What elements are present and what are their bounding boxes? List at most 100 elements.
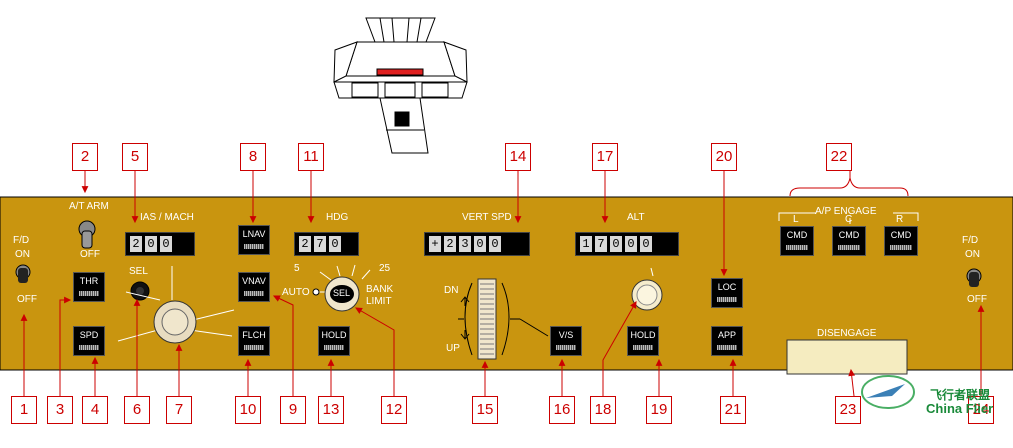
callout-15: 15	[472, 396, 498, 424]
cmd-r-button[interactable]: CMD	[884, 226, 918, 256]
callout-18: 18	[590, 396, 616, 424]
leader-line	[273, 295, 294, 396]
callout-14: 14	[505, 143, 531, 171]
hdg-digit-2: 0	[329, 236, 341, 252]
callout-8: 8	[240, 143, 266, 171]
flch-button[interactable]: FLCH	[238, 326, 270, 356]
sel-label: SEL	[129, 266, 148, 277]
fd-right-on-label: ON	[965, 249, 980, 260]
alt-digit-0: 1	[580, 236, 592, 252]
watermark-logo	[861, 375, 915, 409]
fd-left-on-label: ON	[15, 249, 30, 260]
callout-9: 9	[280, 396, 306, 424]
callout-5: 5	[122, 143, 148, 171]
ap-engage-label: A/P ENGAGE	[815, 206, 877, 217]
alt-digit-2: 0	[610, 236, 622, 252]
hdg-digit-0: 2	[299, 236, 311, 252]
ias-digit-1: 0	[145, 236, 157, 252]
vs-button[interactable]: V/S	[550, 326, 582, 356]
leader-arrowhead	[272, 295, 281, 302]
bank-label: BANK	[366, 284, 394, 295]
lnav-button-label: LNAV	[242, 229, 266, 239]
cmd-c-button[interactable]: CMD	[832, 226, 866, 256]
vs-digit-3: 0	[474, 236, 486, 252]
at-arm-label: A/T ARM	[69, 201, 109, 212]
leader-arrowhead	[355, 307, 363, 314]
leader-arrowhead	[175, 343, 183, 351]
bank-25-label: 25	[379, 263, 391, 274]
alt-hold-button-label: HOLD	[630, 330, 656, 340]
leader-arrowhead	[307, 216, 315, 224]
vs-digit-0: +	[429, 236, 441, 252]
leader-arrowhead	[601, 216, 609, 224]
alt-hold-button[interactable]: HOLD	[627, 326, 659, 356]
hdg-knob	[312, 264, 371, 312]
alt-digit-3: 0	[625, 236, 637, 252]
callout-22: 22	[826, 143, 852, 171]
leader-arrowhead	[848, 368, 856, 377]
vs-digit-4: 0	[489, 236, 501, 252]
fd-right-off-label: OFF	[967, 294, 987, 305]
leader-line	[602, 301, 637, 396]
hdg-hold-button[interactable]: HOLD	[318, 326, 350, 356]
vs-button-label: V/S	[558, 330, 574, 340]
watermark-cn: 飞行者联盟	[930, 388, 991, 402]
limit-label: LIMIT	[366, 296, 392, 307]
callout-10: 10	[235, 396, 261, 424]
thr-button-label: THR	[79, 276, 99, 286]
leader-arrowhead	[655, 358, 663, 366]
leader-arrowhead	[249, 216, 257, 224]
cmd-l-button[interactable]: CMD	[780, 226, 814, 256]
ias-knob	[117, 266, 235, 344]
cmd-r-button-label: CMD	[890, 230, 912, 240]
cmd-c-button-label: CMD	[838, 230, 860, 240]
leader-arrowhead	[514, 216, 522, 224]
fd-left-off-label: OFF	[17, 294, 37, 305]
at-off-label: OFF	[80, 249, 100, 260]
lnav-button[interactable]: LNAV	[238, 225, 270, 255]
callout-3: 3	[47, 396, 73, 424]
callout-21: 21	[720, 396, 746, 424]
app-button-label: APP	[717, 330, 736, 340]
leader-arrowhead	[729, 358, 737, 366]
callout-4: 4	[82, 396, 108, 424]
spd-button-label: SPD	[79, 330, 99, 340]
fd-right-switch	[966, 268, 982, 287]
vert-spd-label: VERT SPD	[462, 212, 512, 223]
ias-digit-0: 2	[130, 236, 142, 252]
leader-arrowhead	[133, 298, 141, 306]
vs-thumbwheel	[458, 278, 549, 360]
callout-1: 1	[11, 396, 37, 424]
up-label: UP	[446, 343, 460, 354]
cockpit-location-icon	[333, 17, 468, 154]
ap-engage-bracket	[778, 212, 919, 224]
thr-button[interactable]: THR	[73, 272, 105, 302]
bank-5-label: 5	[294, 263, 300, 274]
callout-17: 17	[592, 143, 618, 171]
leader-line	[355, 307, 395, 396]
flch-button-label: FLCH	[242, 330, 266, 340]
spd-button[interactable]: SPD	[73, 326, 105, 356]
fd-right-label: F/D	[962, 235, 979, 246]
ias-mach-label: IAS / MACH	[140, 212, 194, 223]
disengage-bar	[786, 339, 908, 375]
hdg-sel-label: SEL	[333, 288, 351, 298]
vs-digit-2: 3	[459, 236, 471, 252]
vnav-button[interactable]: VNAV	[238, 272, 270, 302]
callout-7: 7	[166, 396, 192, 424]
ias-digit-2: 0	[160, 236, 172, 252]
leader-arrowhead	[64, 296, 72, 304]
loc-button[interactable]: LOC	[711, 278, 743, 308]
leader-arrowhead	[977, 304, 985, 312]
callout-16: 16	[549, 396, 575, 424]
leader-arrowhead	[720, 269, 728, 277]
app-button[interactable]: APP	[711, 326, 743, 356]
hdg-label: HDG	[326, 212, 349, 223]
